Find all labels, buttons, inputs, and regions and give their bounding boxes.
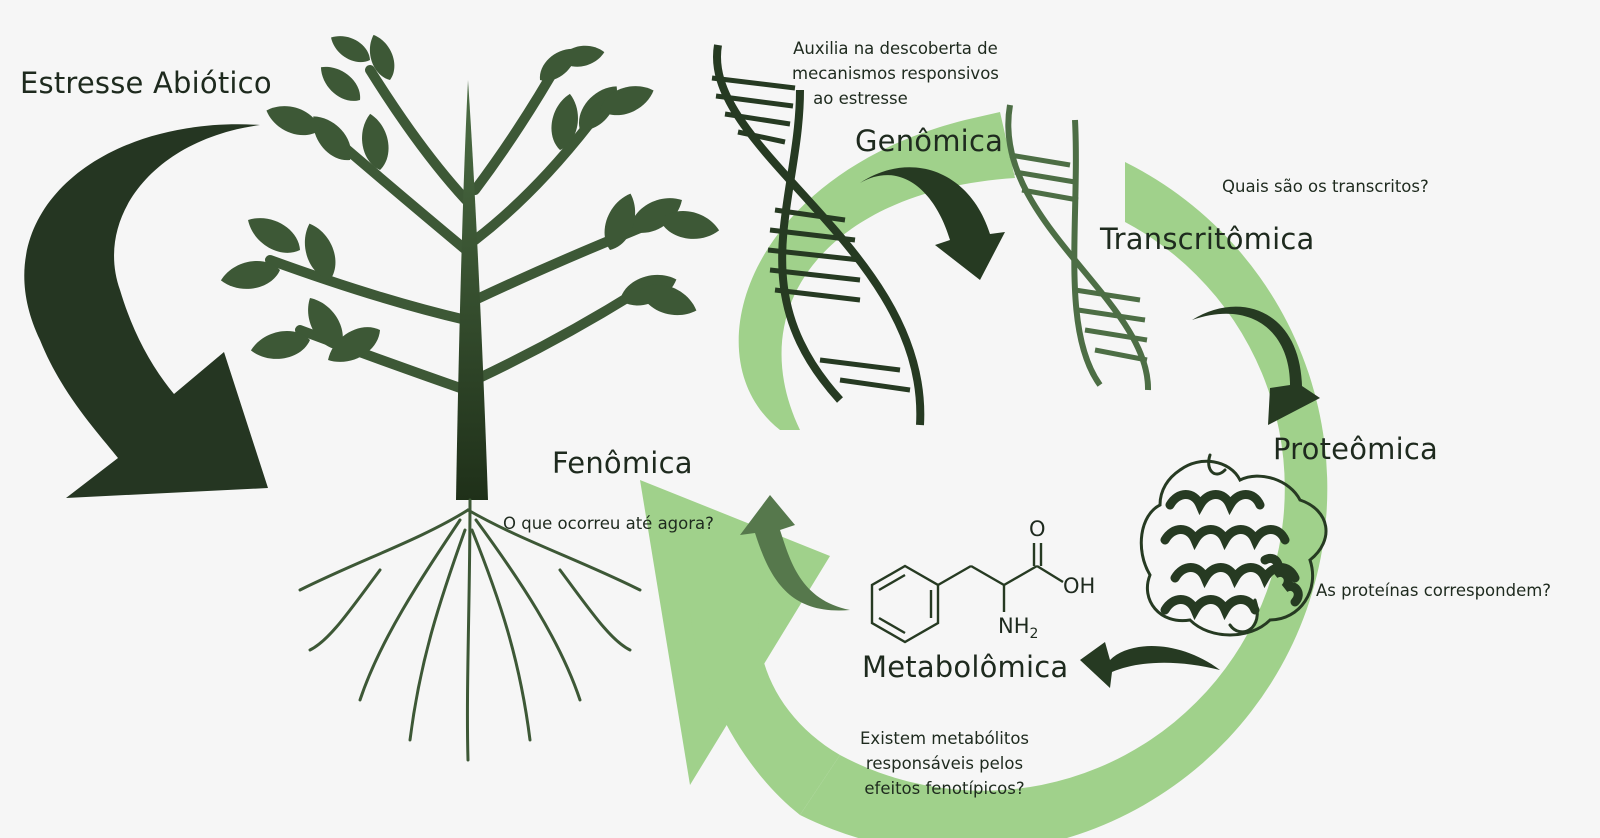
- phenomics-note: O que ocorreu até agora?: [503, 514, 714, 533]
- atom-n-label: NH: [998, 614, 1030, 638]
- protein-structure-icon: [1139, 453, 1328, 637]
- phenomics-label: Fenômica: [552, 446, 693, 480]
- atom-n-subscript: 2: [1029, 626, 1039, 643]
- genomics-label: Genômica: [855, 124, 1004, 158]
- genomics-note-line-1: Auxilia na descoberta de: [793, 39, 998, 58]
- genomics-note-line-3: ao estresse: [813, 89, 908, 108]
- metabolomics-note-line-2: responsáveis pelos: [865, 754, 1024, 773]
- atom-nh2-label: NH2: [998, 614, 1038, 642]
- genomics-to-transcriptomics-arrow-icon: [860, 167, 1005, 280]
- dna-helix-icon: [711, 44, 1152, 426]
- atom-oh-label: OH: [1063, 574, 1096, 598]
- genomics-note: Auxilia na descoberta de mecanismos resp…: [792, 36, 999, 111]
- atom-o-label: O: [1029, 517, 1046, 541]
- tree-icon: [218, 28, 722, 762]
- stress-label: Estresse Abiótico: [20, 66, 272, 100]
- proteomics-label: Proteômica: [1273, 432, 1438, 466]
- metabolomics-note-line-1: Existem metabólitos: [860, 729, 1030, 748]
- stress-arrow-icon: [24, 124, 268, 498]
- metabolomics-label: Metabolômica: [862, 650, 1069, 684]
- genomics-note-line-2: mecanismos responsivos: [792, 64, 999, 83]
- metabolomics-note: Existem metabólitos responsáveis pelos e…: [860, 726, 1029, 801]
- phenylalanine-molecule-icon: [870, 543, 1064, 644]
- transcriptomics-label: Transcritômica: [1100, 222, 1315, 256]
- transcriptomics-to-proteomics-arrow-icon: [1192, 306, 1320, 425]
- metabolomics-note-line-3: efeitos fenotípicos?: [864, 779, 1025, 798]
- transcriptomics-note: Quais são os transcritos?: [1222, 177, 1429, 196]
- metabolomics-to-phenomics-arrow-icon: [740, 495, 850, 611]
- proteomics-note: As proteínas correspondem?: [1316, 581, 1552, 600]
- proteomics-to-metabolomics-arrow-icon: [1080, 642, 1220, 688]
